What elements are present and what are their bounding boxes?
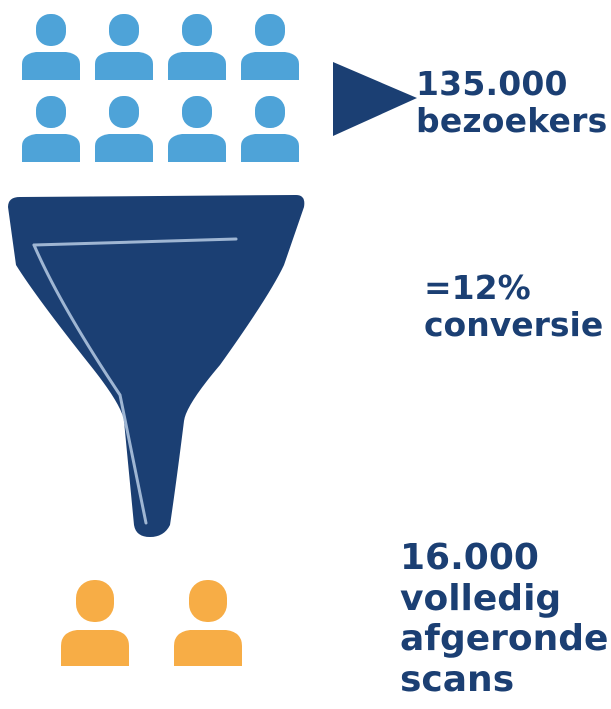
person-icon [95, 96, 153, 162]
person-icon [22, 14, 80, 80]
person-icon [174, 580, 242, 666]
person-icon [22, 96, 80, 162]
person-icon [241, 14, 299, 80]
result-label: 16.000 volledig afgeronde scans [400, 537, 609, 701]
person-icon [241, 96, 299, 162]
person-icon [95, 14, 153, 80]
arrow-right-icon [333, 62, 417, 136]
funnel-icon [8, 195, 305, 537]
person-icon [168, 14, 226, 80]
conversion-label: =12% conversie [424, 268, 604, 344]
person-icon [61, 580, 129, 666]
visitors-caption: bezoekers [416, 100, 608, 140]
person-icon [168, 96, 226, 162]
visitor-icon-grid [18, 12, 304, 168]
result-caption-line2: afgeronde [400, 618, 609, 660]
result-count: 16.000 [400, 537, 539, 578]
conversion-rate: =12% [424, 268, 531, 307]
result-caption-line1: volledig [400, 577, 562, 619]
visitors-label: 135.000 bezoekers [416, 64, 608, 140]
result-caption-line3: scans [400, 659, 515, 701]
conversion-caption: conversie [424, 304, 604, 344]
visitors-count: 135.000 [416, 64, 568, 103]
